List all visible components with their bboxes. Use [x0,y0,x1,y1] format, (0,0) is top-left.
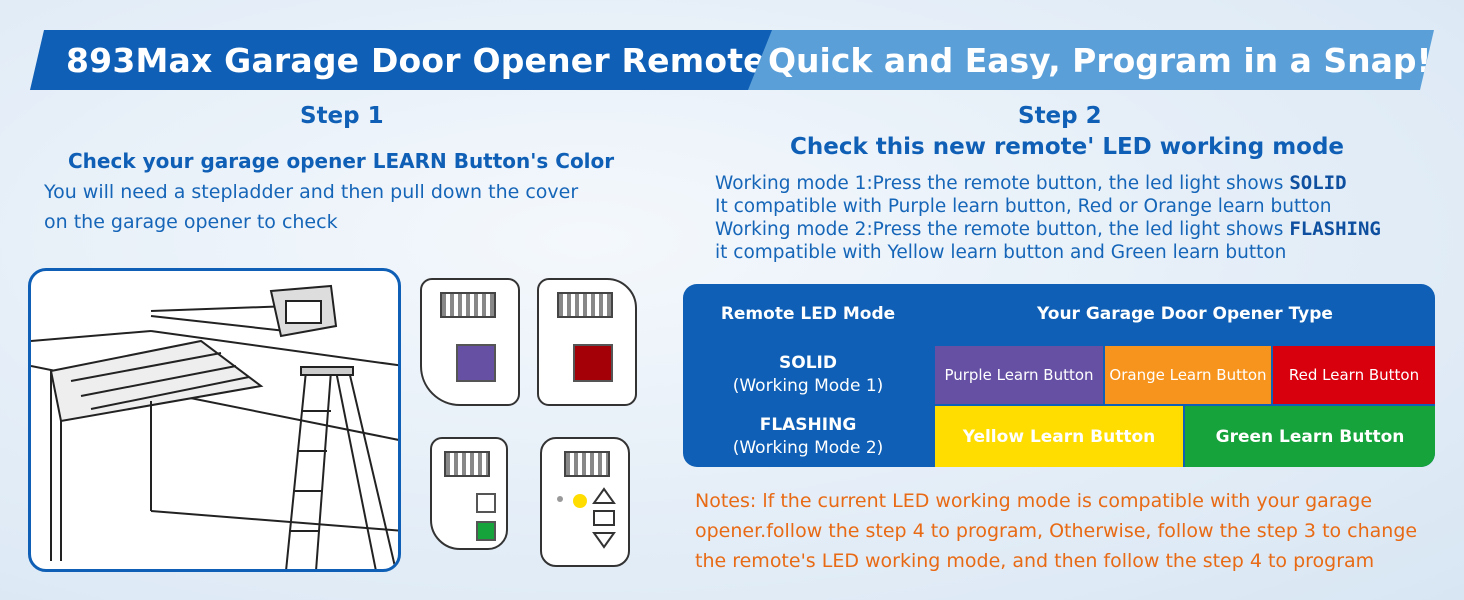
orange-learn-cell: Orange Learn Button [1105,346,1271,404]
green-learn-button [476,521,496,541]
mode2-emphasis: FLASHING [1289,218,1381,240]
purple-learn-panel-icon [420,278,520,406]
step1-title: Step 1 [300,103,384,129]
banner-tagline: Quick and Easy, Program in a Snap! [748,30,1434,90]
row2-mode-label: FLASHING [759,414,857,435]
red-learn-button [573,344,613,382]
green-learn-cell: Green Learn Button [1185,406,1435,467]
step1-body-line1: You will need a stepladder and then pull… [44,181,579,203]
remote-buttons-icon [557,487,616,549]
yellow-learn-cell: Yellow Learn Button [935,406,1183,467]
header-remote-led-mode: Remote LED Mode [720,304,896,324]
notes-line2: opener.follow the step 4 to program, Oth… [695,520,1418,542]
red-learn-panel-icon [537,278,637,406]
header-banner: 893Max Garage Door Opener Remote Quick a… [30,30,1434,90]
green-learn-panel-icon [430,437,508,550]
mode1-emphasis: SOLID [1289,172,1347,194]
notes-block: Notes: lf the current LED working mode i… [695,486,1435,576]
banner-title: 893Max Garage Door Opener Remote [30,30,775,90]
red-learn-cell: Red Learn Button [1273,346,1435,404]
notes-line1: Notes: lf the current LED working mode i… [695,490,1373,512]
panel-label-grid [440,292,496,318]
step2-subtitle: Check this new remote' LED working mode [790,134,1345,160]
row-flashing-mode: FLASHING (Working Mode 2) [683,406,933,467]
compatibility-table: Remote LED Mode Your Garage Door Opener … [683,284,1435,467]
mode2-compat: it compatible with Yellow learn button a… [715,242,1287,263]
mode2-description: Working mode 2:Press the remote button, … [715,218,1381,241]
panel-label-grid [564,451,610,477]
purple-learn-button [456,344,496,382]
remote-control-panel-icon [540,437,630,567]
step1-body-line2: on the garage opener to check [44,211,338,233]
mode2-prefix: Working mode 2:Press the remote button, … [715,219,1290,240]
row-solid-mode: SOLID (Working Mode 1) [683,346,933,404]
step1-subtitle: Check your garage opener LEARN Button's … [68,149,615,173]
purple-learn-cell: Purple Learn Button [935,346,1103,404]
row1-mode-label: SOLID [779,353,837,373]
mode1-compat: It compatible with Purple learn button, … [715,196,1332,217]
mode1-description: Working mode 1:Press the remote button, … [715,172,1347,195]
header-opener-type: Your Garage Door Opener Type [1037,304,1333,324]
empty-learn-slot [476,493,496,513]
step2-title: Step 2 [1018,103,1102,129]
garage-ladder-illustration [28,268,401,572]
panel-label-grid [557,292,613,318]
notes-line3: the remote's LED working mode, and then … [695,550,1375,572]
garage-ladder-drawing [31,284,398,569]
row2-mode-sub: (Working Mode 2) [732,437,884,458]
row1-mode-sub: (Working Mode 1) [732,376,884,396]
panel-label-grid [444,451,490,477]
mode1-prefix: Working mode 1:Press the remote button, … [715,173,1290,194]
